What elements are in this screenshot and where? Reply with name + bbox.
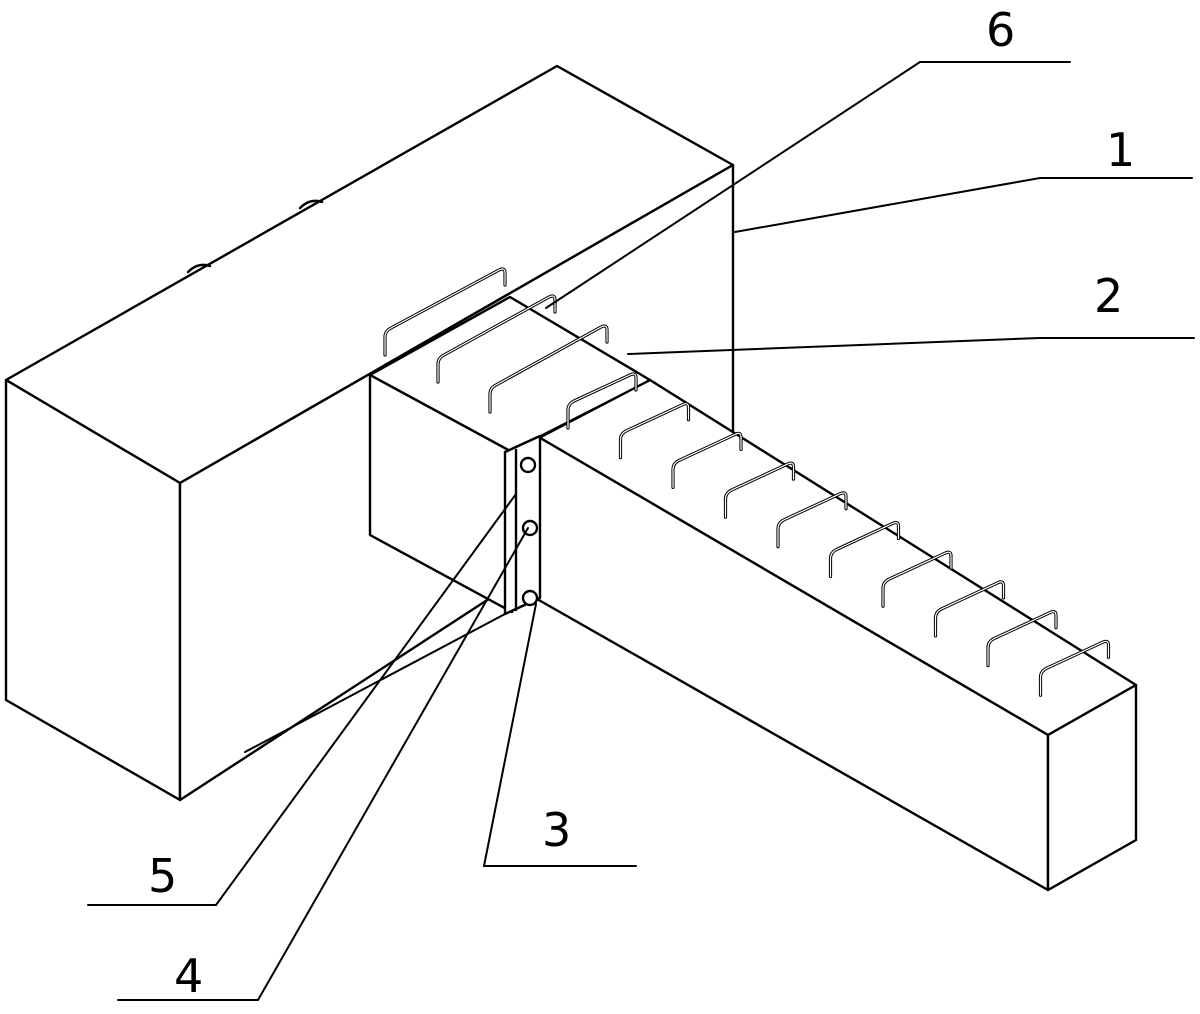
beam-stirrup-10-highlight bbox=[1039, 640, 1110, 696]
bolt-top bbox=[519, 456, 537, 474]
callout-1: 1 bbox=[1106, 123, 1135, 177]
connector-stirrup-1-highlight bbox=[384, 268, 506, 356]
main-block-bump-2 bbox=[298, 199, 324, 210]
callout-3: 3 bbox=[542, 803, 571, 857]
leader-1-pointer bbox=[734, 177, 1041, 233]
beam-stirrup-7-highlight bbox=[882, 551, 952, 607]
connector-stirrup-2-highlight bbox=[437, 295, 556, 383]
beam-stirrup-9-highlight bbox=[987, 611, 1057, 667]
steel-plate-weld-line bbox=[539, 379, 651, 437]
leader-plate-base bbox=[244, 613, 506, 753]
callout-6: 6 bbox=[986, 3, 1015, 57]
leader-3-pointer bbox=[483, 603, 537, 867]
callout-labels: 6 1 2 3 5 4 bbox=[148, 3, 1135, 1003]
leader-6-pointer bbox=[545, 61, 921, 309]
bolt-bottom bbox=[521, 589, 539, 607]
main-block-bump-1 bbox=[186, 263, 212, 274]
leader-lines bbox=[87, 61, 1195, 1001]
beam-stirrup-6-highlight bbox=[829, 521, 900, 578]
beam-stirrup-8-highlight bbox=[934, 581, 1005, 637]
connector-stirrup-3-highlight bbox=[489, 325, 608, 413]
beam-stirrup-2-highlight bbox=[619, 403, 690, 459]
callout-5: 5 bbox=[148, 849, 177, 903]
beam-stirrup-5-highlight bbox=[777, 492, 847, 548]
steel-plate-assembly bbox=[503, 379, 651, 616]
leader-4-pointer bbox=[257, 527, 529, 1001]
beam-end-face bbox=[1046, 683, 1138, 892]
callout-4: 4 bbox=[174, 949, 203, 1003]
leader-2-pointer bbox=[627, 337, 1041, 355]
rebar-stirrups bbox=[383, 267, 1111, 697]
leader-5-pointer bbox=[215, 493, 517, 906]
beam-stirrup-3-highlight bbox=[672, 432, 742, 488]
callout-2: 2 bbox=[1094, 269, 1123, 323]
beam-stirrup-4-highlight bbox=[724, 462, 795, 518]
beam-stirrup-1-highlight bbox=[567, 373, 637, 429]
